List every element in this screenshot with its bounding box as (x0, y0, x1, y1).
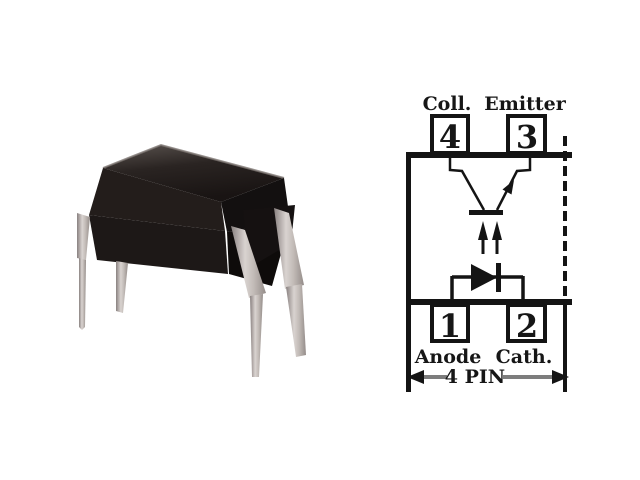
package-photo (77, 143, 306, 377)
pin1-box (430, 303, 470, 343)
pin2-number: 2 (516, 307, 538, 345)
led-symbol (450, 263, 525, 301)
pin3-number: 3 (516, 118, 538, 156)
diode-cathode-bar (496, 263, 501, 292)
light-arrows-icon (478, 221, 502, 254)
lead-back-right (274, 208, 306, 357)
package-edge-highlight (102, 143, 285, 179)
pin2-function-label: Cath. (496, 346, 553, 368)
collector-wire (448, 158, 486, 211)
package-top-face (103, 145, 284, 202)
lead-back-left (231, 226, 266, 377)
left-edge-line (406, 152, 411, 392)
right-extension-line (563, 305, 567, 392)
bottom-rail (406, 299, 572, 305)
pin1-number: 1 (439, 307, 461, 345)
pin3-box (506, 114, 547, 155)
pinout-diagram: Coll. Emitter 4 3 1 2 Anode Cath. 4 PIN (406, 93, 572, 392)
pin4-number: 4 (439, 118, 461, 156)
emitter-arrowhead-icon (502, 180, 514, 195)
phototransistor-symbol (448, 158, 532, 215)
lead-front-left (77, 213, 90, 330)
pin4-function-label: Coll. (423, 93, 472, 115)
dimension-arrowhead-left (407, 370, 424, 384)
pin1-function-label: Anode (414, 346, 482, 368)
dimension-arrow (407, 370, 569, 384)
emitter-wire (495, 158, 532, 211)
pin-boxes (430, 114, 547, 343)
top-rail (406, 152, 572, 158)
dimension-arrowhead-right (552, 370, 569, 384)
pin3-function-label: Emitter (484, 93, 566, 115)
dimension-label: 4 PIN (445, 366, 505, 388)
package-left-bevel (89, 168, 225, 231)
transistor-base-bar (469, 210, 503, 215)
diode-triangle-icon (471, 264, 497, 291)
lead-front-right (116, 261, 128, 313)
pin2-box (506, 303, 547, 343)
package-front-face (89, 215, 228, 274)
pin4-box (430, 114, 470, 155)
